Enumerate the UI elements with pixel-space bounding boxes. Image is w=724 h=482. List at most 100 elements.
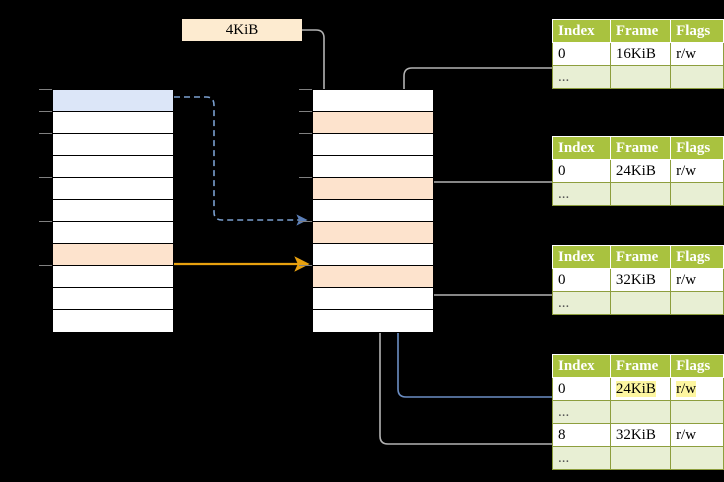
physical-memory-column: [312, 89, 434, 333]
cell-index: 8: [552, 423, 611, 447]
cell-index: ...: [552, 291, 611, 315]
column-header-index: Index: [552, 245, 611, 269]
physical-frame-row-10: [313, 288, 433, 310]
cell-frame: [609, 446, 672, 470]
column-header-frame: Frame: [609, 245, 672, 269]
cell-flags: [670, 291, 724, 315]
size-label-4kib: 4KiB: [182, 19, 302, 41]
column-header-flags: Flags: [670, 245, 724, 269]
physical-frame-row-3: [313, 134, 433, 156]
table-row: ...: [552, 291, 724, 315]
column-header-flags: Flags: [670, 354, 724, 378]
cell-flags: r/w: [670, 42, 724, 66]
highlighted-value: 24KiB: [615, 381, 656, 397]
physical-frame-row-7: [313, 222, 433, 244]
virtual-page-row-7: [53, 222, 173, 244]
cell-frame: 32KiB: [609, 423, 672, 447]
physical-frame-row-2: [313, 112, 433, 134]
table-row: ...: [552, 65, 724, 89]
column-header-index: Index: [552, 19, 611, 43]
virtual-page-row-8: [53, 244, 173, 266]
cell-flags: [670, 446, 724, 470]
highlighted-value: r/w: [676, 381, 697, 397]
cell-index: ...: [552, 446, 611, 470]
virtual-page-row-6: [53, 200, 173, 222]
virtual-page-row-3: [53, 134, 173, 156]
cell-index: ...: [552, 182, 611, 206]
cell-frame: [609, 291, 672, 315]
table-row: ...: [552, 400, 724, 424]
cell-flags: r/w: [670, 159, 724, 183]
cell-frame: 32KiB: [609, 268, 672, 292]
table-row: ...: [552, 446, 724, 470]
row-tick: [39, 111, 52, 112]
column-header-index: Index: [552, 354, 611, 378]
cell-flags: r/w: [670, 423, 724, 447]
physical-frame-row-5: [313, 178, 433, 200]
wire-table3-to-frame: [415, 266, 552, 296]
column-header-frame: Frame: [609, 136, 672, 160]
virtual-page-row-5: [53, 178, 173, 200]
wire-virtual-page-to-frame-dashed: [174, 96, 308, 226]
row-tick: [39, 133, 52, 134]
physical-frame-row-4: [313, 156, 433, 178]
column-header-index: Index: [552, 136, 611, 160]
wire-table2-to-frame: [415, 181, 552, 228]
row-tick: [299, 89, 312, 90]
column-header-flags: Flags: [670, 19, 724, 43]
physical-frame-row-11: [313, 310, 433, 332]
cell-frame: 24KiB: [609, 377, 672, 401]
row-tick: [299, 177, 312, 178]
row-tick: [299, 221, 312, 222]
column-header-flags: Flags: [670, 136, 724, 160]
cell-index: 0: [552, 42, 611, 66]
cell-index: ...: [552, 65, 611, 89]
row-tick: [299, 111, 312, 112]
cell-flags: r/w: [670, 377, 724, 401]
row-tick: [39, 221, 52, 222]
physical-frame-row-6: [313, 200, 433, 222]
column-header-frame: Frame: [609, 19, 672, 43]
cell-flags: [670, 65, 724, 89]
cell-index: 0: [552, 377, 611, 401]
row-tick: [39, 265, 52, 266]
column-header-frame: Frame: [609, 354, 672, 378]
physical-frame-row-9: [313, 266, 433, 288]
cell-flags: [670, 182, 724, 206]
virtual-page-row-1: [53, 90, 173, 112]
row-tick: [299, 265, 312, 266]
virtual-page-row-2: [53, 112, 173, 134]
row-tick: [39, 177, 52, 178]
cell-frame: 24KiB: [609, 159, 672, 183]
cell-frame: 16KiB: [609, 42, 672, 66]
virtual-address-space-column: [52, 89, 174, 333]
cell-flags: [670, 400, 724, 424]
virtual-page-row-11: [53, 310, 173, 332]
physical-frame-row-1: [313, 90, 433, 112]
cell-index: 0: [552, 268, 611, 292]
cell-flags: r/w: [670, 268, 724, 292]
row-tick: [39, 89, 52, 90]
virtual-page-row-4: [53, 156, 173, 178]
virtual-page-row-9: [53, 266, 173, 288]
row-tick: [299, 133, 312, 134]
table-row: ...: [552, 182, 724, 206]
cell-index: 0: [552, 159, 611, 183]
cell-frame: [609, 182, 672, 206]
physical-frame-row-8: [313, 244, 433, 266]
virtual-page-row-10: [53, 288, 173, 310]
